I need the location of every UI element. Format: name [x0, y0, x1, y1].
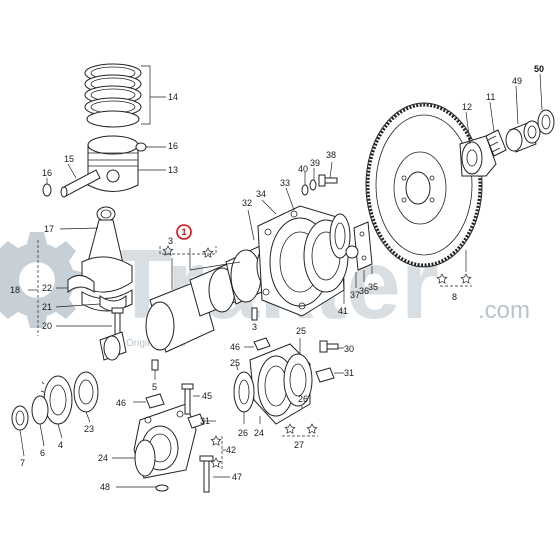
front-seal — [11, 405, 29, 431]
star-icon — [306, 423, 318, 434]
callout-24-mid: 24 — [254, 428, 264, 438]
callout-25-left: 25 — [230, 358, 240, 368]
flywheel — [365, 102, 483, 268]
connecting-rod — [81, 206, 133, 312]
callout-37: 37 — [350, 290, 360, 300]
callout-labels: 14 16 13 15 16 17 18 22 21 20 3 3 5 4 6 … — [10, 64, 544, 492]
callout-33: 33 — [280, 178, 290, 188]
gear-watermark-icon — [0, 232, 85, 328]
callout-15: 15 — [64, 154, 74, 164]
callout-22: 22 — [42, 283, 52, 293]
bearing-half — [233, 371, 255, 413]
callout-47: 47 — [232, 472, 242, 482]
callout-16-left: 16 — [42, 168, 52, 178]
piston-pin — [60, 169, 101, 198]
piston-rings — [84, 63, 142, 128]
end-seal — [537, 109, 555, 135]
callout-40: 40 — [298, 164, 308, 174]
callout-46-mid: 46 — [230, 342, 240, 352]
star-icon — [162, 245, 174, 256]
callout-49: 49 — [512, 76, 522, 86]
star-icon — [284, 423, 296, 434]
callout-35: 35 — [368, 282, 378, 292]
callout-38: 38 — [326, 150, 336, 160]
callout-42: 42 — [226, 445, 236, 455]
callout-50: 50 — [534, 64, 544, 74]
callout-27: 27 — [294, 440, 304, 450]
star-icon — [436, 273, 448, 284]
highlight-label: 1 — [181, 227, 186, 237]
callout-8: 8 — [452, 292, 457, 302]
callout-34: 34 — [256, 189, 266, 199]
callout-45: 45 — [202, 391, 212, 401]
star-icon — [210, 435, 222, 446]
callout-18: 18 — [10, 285, 20, 295]
callout-3-upper: 3 — [168, 236, 173, 246]
callout-23: 23 — [84, 424, 94, 434]
callout-24-left: 24 — [98, 453, 108, 463]
callout-46-left: 46 — [116, 398, 126, 408]
callout-14: 14 — [168, 92, 178, 102]
rod-bearing-shells — [67, 275, 127, 312]
highlight-marker: 1 — [176, 224, 192, 240]
callout-32: 32 — [242, 198, 252, 208]
front-bearing — [73, 371, 99, 413]
spacer-ring — [31, 395, 49, 425]
housing-bolts — [301, 174, 338, 196]
seal-ring — [345, 245, 359, 259]
callout-21: 21 — [42, 302, 52, 312]
callout-3-lower: 3 — [252, 322, 257, 332]
callout-20: 20 — [42, 321, 52, 331]
pilot-bearing — [505, 120, 541, 153]
callout-4: 4 — [58, 440, 63, 450]
callout-13: 13 — [168, 165, 178, 175]
bearing-half — [134, 439, 156, 477]
callout-17: 17 — [44, 224, 54, 234]
callout-26-right: 26 — [298, 394, 308, 404]
piston — [87, 135, 139, 192]
callout-39: 39 — [310, 158, 320, 168]
callout-16-right: 16 — [168, 141, 178, 151]
star-icon — [210, 457, 222, 468]
callout-12: 12 — [462, 102, 472, 112]
callout-25-right: 25 — [296, 326, 306, 336]
rear-seal — [329, 213, 351, 259]
callout-30: 30 — [344, 344, 354, 354]
callout-31-left: 31 — [200, 416, 210, 426]
star-icon — [460, 273, 472, 284]
callout-5: 5 — [152, 382, 157, 392]
callout-48: 48 — [100, 482, 110, 492]
callout-31-right: 31 — [344, 368, 354, 378]
output-flange — [459, 135, 497, 177]
watermark-suffix: .com — [478, 297, 530, 324]
callout-7: 7 — [20, 458, 25, 468]
star-icon — [202, 247, 214, 258]
callout-41: 41 — [338, 306, 348, 316]
callout-6: 6 — [40, 448, 45, 458]
callout-11: 11 — [486, 92, 495, 102]
callout-26-left: 26 — [238, 428, 248, 438]
middle-bearing-housing — [249, 343, 313, 425]
callout-36: 36 — [359, 286, 369, 296]
